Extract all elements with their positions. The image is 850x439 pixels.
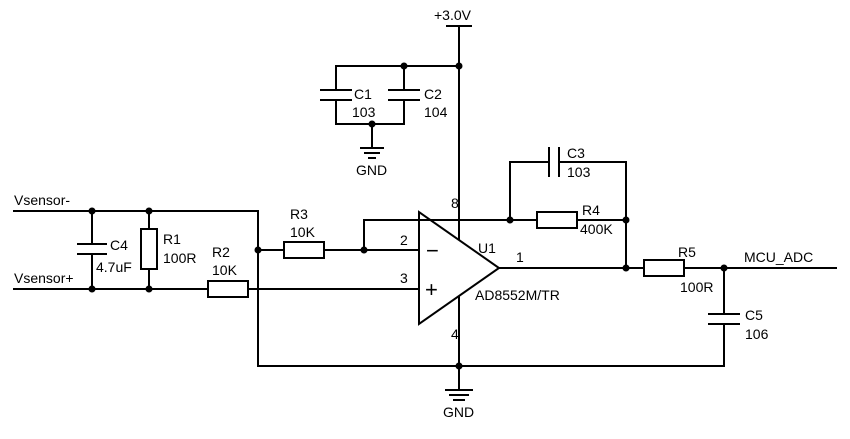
junction-dot bbox=[506, 216, 514, 224]
gnd-label-top: GND bbox=[356, 162, 387, 178]
c1-value: 103 bbox=[352, 104, 376, 120]
vcc-label: +3.0V bbox=[434, 7, 472, 23]
capacitor-c4 bbox=[77, 243, 107, 255]
wires bbox=[13, 25, 837, 391]
u1-part: AD8552M/TR bbox=[475, 287, 560, 303]
net-vsensor-minus: Vsensor- bbox=[14, 192, 70, 208]
junction-dot bbox=[400, 62, 408, 70]
r3-ref: R3 bbox=[290, 206, 308, 222]
net-mcu-adc: MCU_ADC bbox=[744, 249, 813, 265]
capacitor-c2 bbox=[388, 89, 420, 101]
r4-ref: R4 bbox=[582, 202, 600, 218]
r5-value: 100R bbox=[680, 279, 713, 295]
net-vsensor-plus: Vsensor+ bbox=[14, 270, 74, 286]
pin-8-label: 8 bbox=[451, 195, 459, 211]
ground-symbol-bottom bbox=[445, 389, 473, 401]
junctions bbox=[88, 62, 728, 370]
resistor-r3 bbox=[283, 241, 325, 259]
junction-dot bbox=[368, 120, 376, 128]
c3-ref: C3 bbox=[567, 145, 585, 161]
c3-value: 103 bbox=[567, 164, 591, 180]
c5-value: 106 bbox=[745, 326, 769, 342]
junction-dot bbox=[455, 362, 463, 370]
junction-dot bbox=[360, 246, 368, 254]
junction-dot bbox=[455, 62, 463, 70]
r3-value: 10K bbox=[290, 224, 316, 240]
r5-ref: R5 bbox=[678, 244, 696, 260]
resistor-r4 bbox=[536, 211, 578, 229]
r1-value: 100R bbox=[163, 250, 196, 266]
pin-1-label: 1 bbox=[516, 249, 524, 265]
c4-value: 4.7uF bbox=[96, 259, 132, 275]
opamp-u1 bbox=[418, 210, 501, 326]
junction-dot bbox=[88, 285, 96, 293]
opamp-minus-sign: − bbox=[426, 238, 439, 263]
c1-ref: C1 bbox=[354, 86, 372, 102]
pin-4-label: 4 bbox=[451, 326, 459, 342]
junction-dot bbox=[720, 264, 728, 272]
c2-ref: C2 bbox=[424, 86, 442, 102]
u1-ref: U1 bbox=[478, 240, 496, 256]
junction-dot bbox=[622, 216, 630, 224]
pin-2-label: 2 bbox=[400, 232, 408, 248]
resistor-r2 bbox=[207, 280, 249, 298]
gnd-label-bottom: GND bbox=[443, 404, 474, 420]
c2-value: 104 bbox=[424, 104, 448, 120]
r2-ref: R2 bbox=[212, 244, 230, 260]
c5-ref: C5 bbox=[745, 307, 763, 323]
r1-ref: R1 bbox=[163, 231, 181, 247]
r4-value: 400K bbox=[580, 221, 613, 237]
junction-dot bbox=[145, 285, 153, 293]
junction-dot bbox=[254, 246, 262, 254]
resistor-r5 bbox=[643, 259, 685, 277]
junction-dot bbox=[622, 264, 630, 272]
pin-3-label: 3 bbox=[400, 270, 408, 286]
c4-ref: C4 bbox=[110, 237, 128, 253]
r2-value: 10K bbox=[212, 262, 238, 278]
capacitor-c1 bbox=[320, 89, 352, 101]
capacitor-c5 bbox=[708, 313, 740, 325]
junction-dot bbox=[88, 207, 96, 215]
junction-dot bbox=[145, 207, 153, 215]
resistor-r1 bbox=[140, 228, 158, 270]
capacitor-c3 bbox=[548, 147, 560, 177]
ground-symbol-top bbox=[360, 147, 384, 159]
opamp-plus-sign: + bbox=[425, 277, 438, 302]
